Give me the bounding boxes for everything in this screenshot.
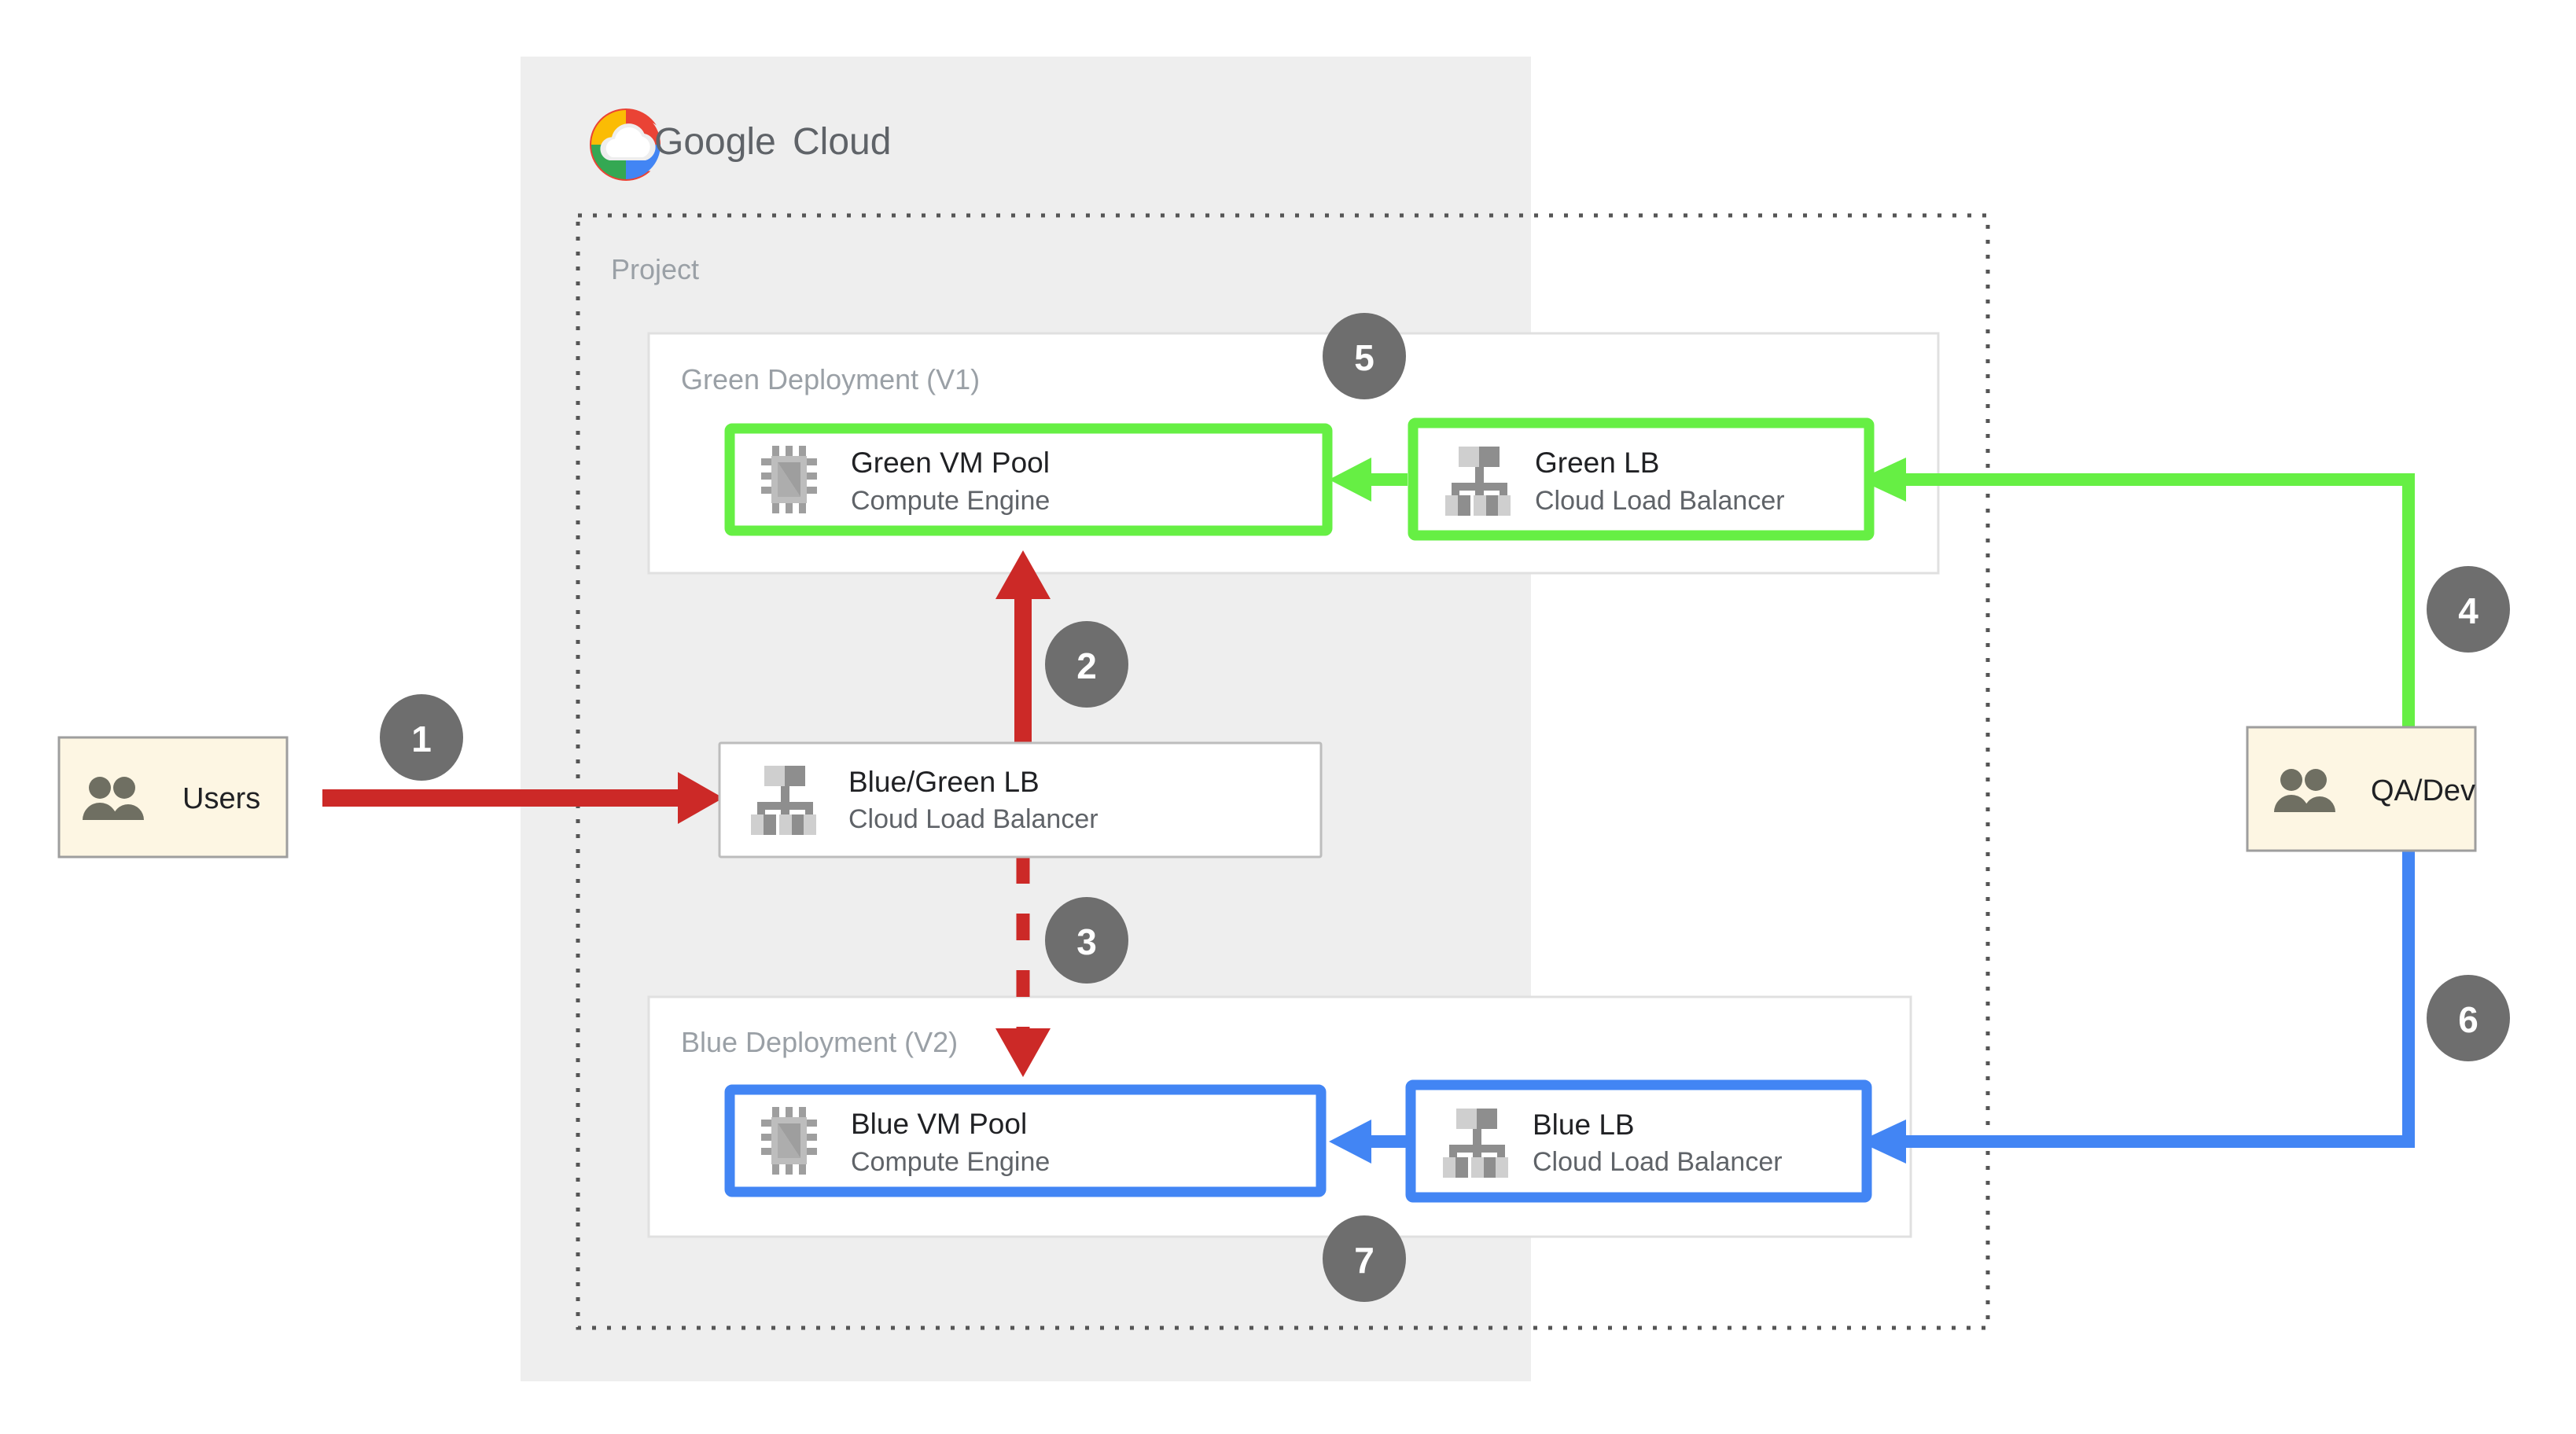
node-subtitle: Compute Engine <box>851 486 1050 516</box>
logo-wordmark-google: Google <box>654 121 776 163</box>
project-container <box>576 213 1990 1330</box>
cloud-load-balancer-icon <box>751 766 816 835</box>
node-title: Green LB <box>1535 447 1659 479</box>
step-badge-5: 5 <box>1323 313 1406 399</box>
node-title: Green VM Pool <box>851 447 1050 479</box>
flow-blue-lb-to-blue-vm <box>1329 1120 1408 1164</box>
actor-label: Users <box>182 782 260 815</box>
flow-qa-dev-to-green-lb <box>1859 458 2415 747</box>
cloud-load-balancer-icon <box>1443 1109 1508 1178</box>
node-subtitle: Compute Engine <box>851 1147 1050 1177</box>
node-subtitle: Cloud Load Balancer <box>1535 486 1785 516</box>
flow-users-to-bluegreen-lb <box>322 772 723 824</box>
flow-qa-dev-to-blue-lb <box>1859 851 2415 1164</box>
step-badge-number: 4 <box>2458 590 2478 631</box>
step-badge-number: 3 <box>1076 921 1097 962</box>
project-label: Project <box>611 253 699 285</box>
step-badge-1: 1 <box>380 694 463 781</box>
logo-wordmark-cloud: Cloud <box>793 121 891 163</box>
people-icon <box>2274 769 2335 812</box>
actor-qa-dev[interactable]: QA/Dev <box>2246 726 2477 852</box>
compute-engine-chip-icon <box>761 446 817 513</box>
node-blue-vm-pool[interactable]: Blue VM Pool Compute Engine <box>724 1084 1327 1197</box>
node-blue-green-lb[interactable]: Blue/Green LB Cloud Load Balancer <box>718 741 1323 859</box>
step-badge-2: 2 <box>1045 621 1128 708</box>
node-title: Blue/Green LB <box>848 766 1040 798</box>
step-badge-number: 5 <box>1354 337 1374 378</box>
cloud-load-balancer-icon <box>1445 447 1511 516</box>
step-badge-6: 6 <box>2427 975 2510 1061</box>
node-title: Blue VM Pool <box>851 1108 1027 1140</box>
step-badge-number: 1 <box>411 719 432 759</box>
step-badge-number: 6 <box>2458 999 2478 1040</box>
node-subtitle: Cloud Load Balancer <box>1533 1147 1783 1177</box>
google-cloud-logo-icon <box>590 108 662 181</box>
node-green-vm-pool[interactable]: Green VM Pool Compute Engine <box>724 423 1333 536</box>
step-badge-3: 3 <box>1045 897 1128 984</box>
green-deployment-label: Green Deployment (V1) <box>681 363 980 395</box>
actor-label: QA/Dev <box>2371 774 2475 807</box>
blue-deployment-label: Blue Deployment (V2) <box>681 1026 958 1058</box>
step-badge-number: 7 <box>1354 1240 1374 1281</box>
step-badge-4: 4 <box>2427 566 2510 653</box>
node-green-lb[interactable]: Green LB Cloud Load Balancer <box>1408 417 1875 541</box>
actor-users[interactable]: Users <box>57 736 289 859</box>
flow-bluegreen-lb-to-blue-vm <box>995 857 1051 1077</box>
node-blue-lb[interactable]: Blue LB Cloud Load Balancer <box>1405 1079 1872 1203</box>
flow-bluegreen-lb-to-green-vm <box>995 550 1051 747</box>
node-subtitle: Cloud Load Balancer <box>848 804 1098 834</box>
node-title: Blue LB <box>1533 1109 1635 1141</box>
step-badge-number: 2 <box>1076 645 1097 686</box>
people-icon <box>83 777 144 820</box>
compute-engine-chip-icon <box>761 1107 817 1175</box>
flow-green-lb-to-green-vm <box>1329 458 1408 502</box>
step-badge-7: 7 <box>1323 1215 1406 1302</box>
